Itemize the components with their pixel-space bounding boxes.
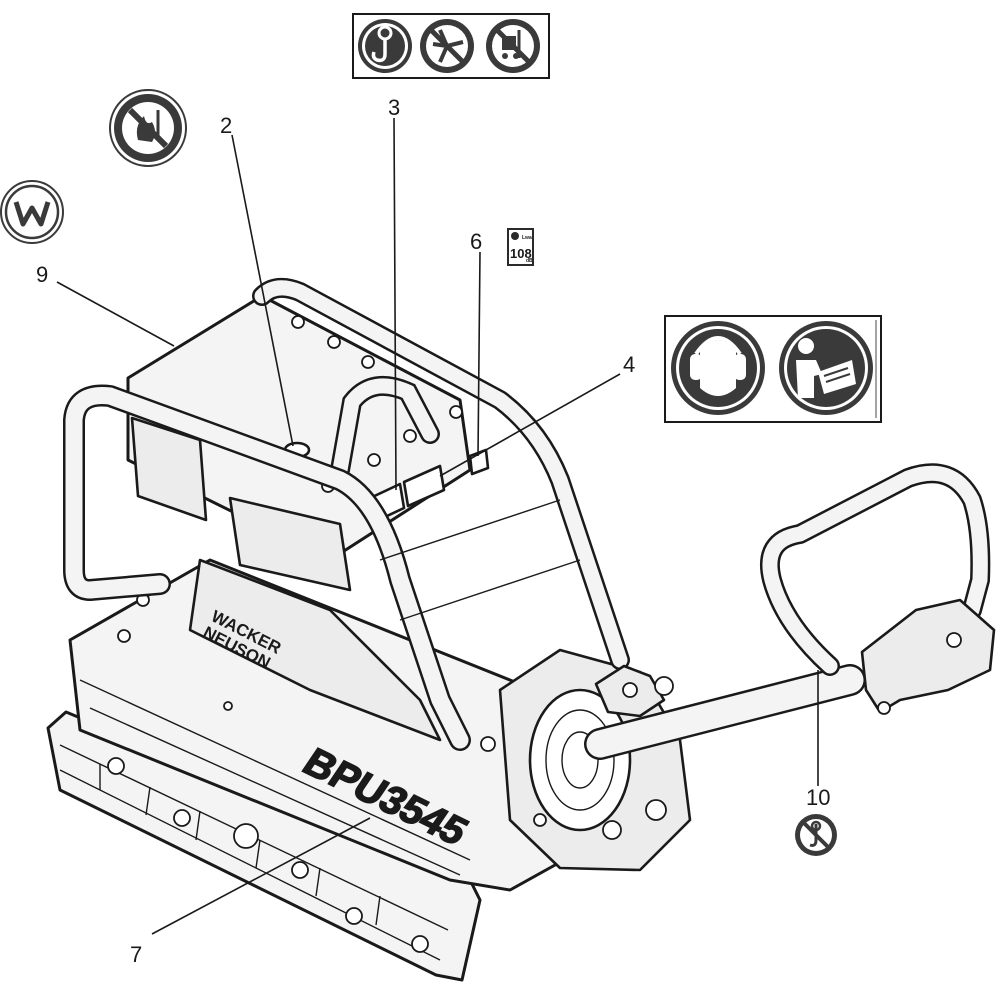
lifting-bail (330, 376, 440, 480)
no-open-flame-icon (109, 89, 187, 167)
base-plate (46, 710, 482, 982)
callout-7: 7 (130, 942, 142, 967)
sound-level-icon: Lwa 108 dB (507, 228, 534, 266)
guide-handle (584, 463, 996, 760)
sound-level-db: dB (526, 258, 533, 264)
callout-4: 4 (623, 352, 635, 377)
plate-compactor: BPU3545 WACKER NEUSON (46, 277, 996, 982)
no-forklift-icon (486, 19, 540, 73)
sound-level-value: 108 (510, 246, 532, 261)
lower-housing: BPU3545 (68, 558, 602, 892)
callout-9: 9 (36, 262, 48, 287)
callout-2: 2 (220, 113, 232, 138)
brand-logo-icon (0, 180, 64, 244)
safety-decal-right (664, 315, 882, 423)
safety-decal-top (352, 13, 550, 79)
callout-6: 6 (470, 229, 482, 254)
callout-numbers: 2 3 4 6 7 9 10 (36, 95, 830, 967)
ear-protection-icon (671, 321, 765, 415)
no-lift-hook-icon (795, 814, 837, 856)
protective-frame (63, 277, 630, 751)
sound-level-unit: Lwa (522, 235, 532, 241)
callout-3: 3 (388, 95, 400, 120)
read-manual-icon (779, 321, 873, 415)
no-fan-contact-icon (420, 19, 474, 73)
lifting-point-icon (358, 19, 412, 73)
leader-lines (56, 117, 819, 935)
callout-10: 10 (806, 785, 830, 810)
